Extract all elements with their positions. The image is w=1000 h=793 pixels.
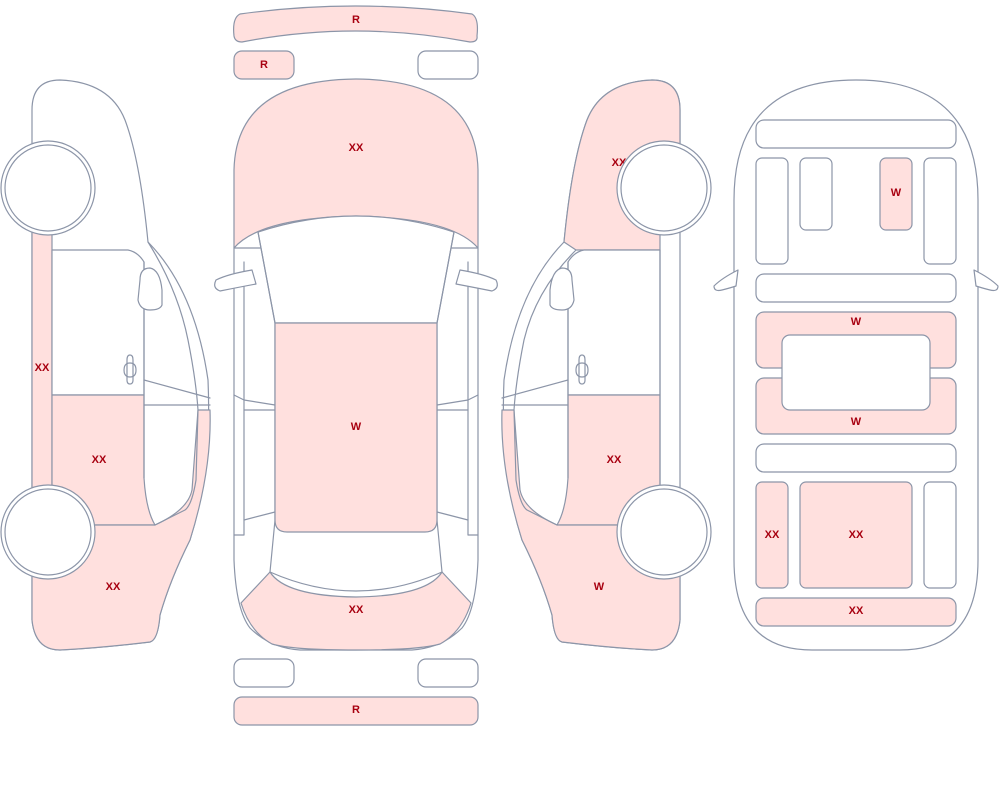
rear-left-rail-label: XX [765,529,780,541]
front-left-rail[interactable] [755,157,789,265]
right-rear-quarter[interactable] [501,409,681,651]
right-pillar-lines [436,394,479,521]
front-right-rail-label: W [891,187,902,199]
rear-crossmember[interactable] [755,443,957,473]
rear-floor-pan-label: XX [849,529,864,541]
rear-end-panel-label: XX [849,605,864,617]
firewall-crossmember[interactable] [755,273,957,303]
front-bumper[interactable] [233,5,479,43]
rear-window [269,571,443,592]
left-belt-line [143,379,211,406]
left-a-pillar[interactable] [31,231,53,489]
right-rear-door-label: XX [607,454,622,466]
front-bumper-label: R [352,14,360,26]
right-rear-wheel-inner [620,488,708,576]
underbody-view: W W W XX XX XX [713,79,999,651]
rear-floor-pan[interactable] [799,481,913,589]
rear-right-rail[interactable] [923,481,957,589]
left-mirror[interactable] [214,269,257,292]
left-rear-quarter-label: XX [106,581,121,593]
front-crossmember-top[interactable] [755,119,957,149]
windshield [257,215,455,324]
rear-floor-crossmember-label: W [851,416,862,428]
left-front-wheel-inner [4,144,92,232]
floor-center-panel[interactable] [781,334,931,411]
right-door-handle[interactable] [578,354,586,385]
rear-end-panel[interactable] [755,597,957,627]
left-side-view: XX XX XX [0,79,211,651]
left-rear-door-label: XX [92,454,107,466]
front-right-rail[interactable] [923,157,957,265]
right-fog-light[interactable] [417,50,479,80]
right-rear-quarter-label: W [594,581,605,593]
rear-left-rail[interactable] [755,481,789,589]
left-a-pillar-label: XX [35,362,50,374]
left-rear-light[interactable] [233,658,295,688]
left-window-line [147,241,199,526]
front-floor-crossmember-label: W [851,316,862,328]
left-rear-wheel-inner [4,488,92,576]
right-front-wheel-inner [620,144,708,232]
front-left-inner-rail[interactable] [799,157,833,231]
rear-bumper[interactable] [233,696,479,726]
right-handle-base [575,362,589,378]
underbody-left-mirror [713,269,739,292]
right-side-view: XX XX W [501,79,712,651]
roof[interactable] [274,322,438,533]
left-rear-quarter[interactable] [31,409,211,651]
front-right-inner-rail[interactable] [879,157,913,231]
left-pillar-lines [233,394,276,521]
right-belt-line [501,379,569,406]
underbody-right-mirror [973,269,999,292]
right-rear-light[interactable] [417,658,479,688]
left-fog-light[interactable] [233,50,295,80]
right-mirror[interactable] [455,269,498,292]
roof-label: W [351,421,362,433]
left-fog-light-label: R [260,59,268,71]
left-door-handle[interactable] [126,354,134,385]
top-view: R R XX W XX R [214,5,498,726]
hood-label: XX [349,142,364,154]
right-side-mirror[interactable] [549,267,575,311]
right-window-line [513,249,577,526]
trunk[interactable] [240,571,472,651]
trunk-label: XX [349,604,364,616]
left-side-mirror[interactable] [137,267,163,311]
rear-bumper-label: R [352,704,360,716]
left-handle-base [123,362,137,378]
